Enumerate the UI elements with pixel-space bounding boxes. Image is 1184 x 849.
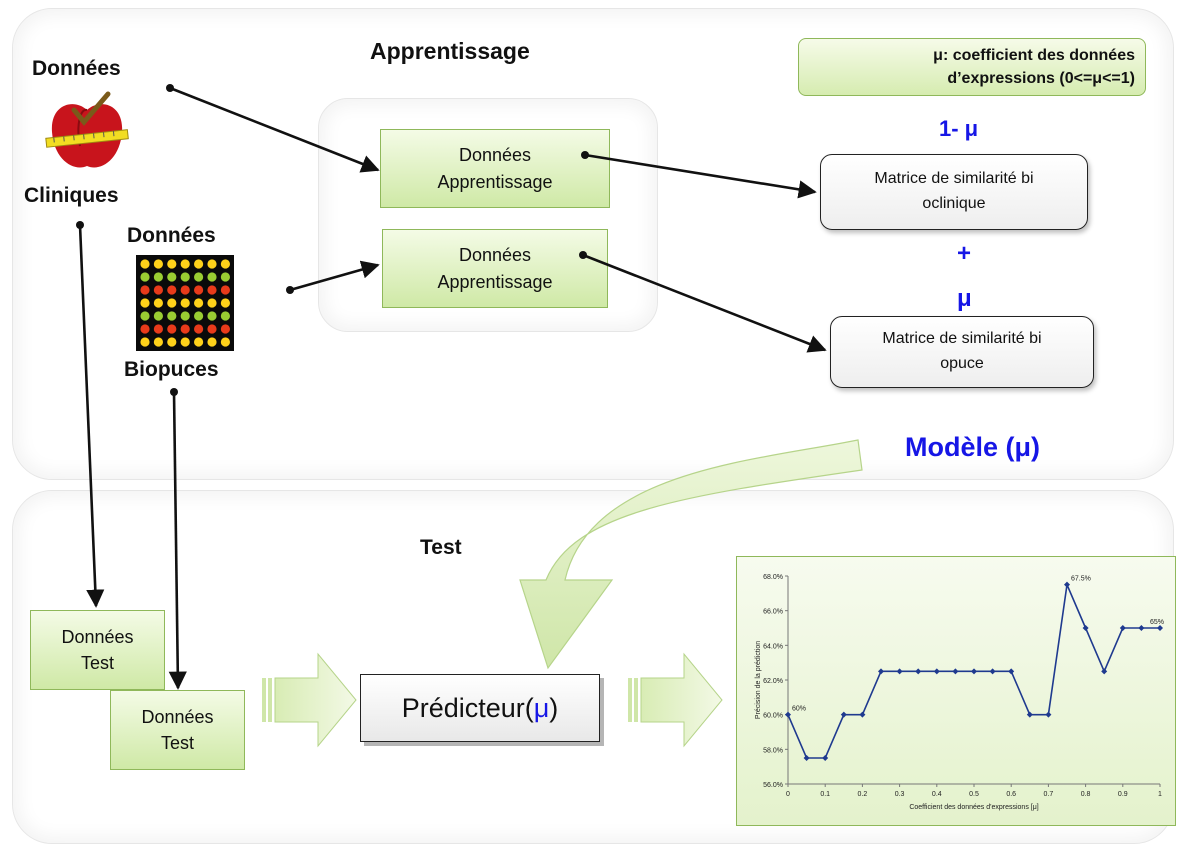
clinical-weight-label: 1- μ: [939, 116, 979, 141]
data-point: [1082, 625, 1089, 631]
data-point: [1138, 625, 1145, 631]
biochip-data-sublabel: Biopuces: [124, 358, 219, 381]
data-point: [952, 668, 959, 675]
fat-arrow-to-predictor: [262, 652, 357, 748]
chip-similarity-matrix: Matrice de similarité bi opuce: [830, 316, 1094, 388]
model-label: Modèle (μ): [905, 432, 1041, 462]
y-tick-label: 66.0%: [763, 609, 783, 616]
data-point: [1026, 711, 1033, 718]
arrow-clinical-to-test: [78, 224, 105, 608]
data-point: [915, 668, 922, 675]
data-point: [840, 711, 847, 718]
arrow-training-to-chip-matrix: [582, 253, 827, 353]
apprentissage-title: Apprentissage: [370, 38, 530, 64]
apple-measuring-tape-icon: [44, 90, 130, 176]
data-point: [1119, 625, 1126, 631]
clinical-similarity-matrix: Matrice de similarité bi oclinique: [820, 154, 1088, 230]
arrow-training-to-clinical-matrix: [584, 153, 817, 199]
microarray-grid-icon: [136, 255, 234, 351]
x-tick-label: 0.6: [1006, 791, 1016, 798]
x-tick-label: 0: [786, 791, 790, 798]
clinical-data-sublabel: Cliniques: [24, 184, 119, 207]
fat-arrow-to-chart: [628, 652, 723, 748]
y-tick-label: 68.0%: [763, 574, 783, 581]
biochip-data-label: Données: [127, 224, 216, 247]
test-data-box-clinical: Données Test: [30, 610, 165, 690]
y-axis-label: Précision de la prédiction: [755, 641, 762, 719]
arrow-biochip-to-training: [289, 260, 380, 292]
test-data-box-biochip: Données Test: [110, 690, 245, 770]
data-point: [971, 668, 977, 675]
data-point: [1101, 668, 1108, 675]
arrow-clinical-to-training: [169, 86, 380, 173]
data-label: 65%: [1150, 619, 1164, 626]
y-tick-label: 62.0%: [763, 678, 783, 685]
data-point: [803, 755, 810, 761]
x-tick-label: 0.8: [1081, 791, 1091, 798]
x-tick-label: 0.9: [1118, 791, 1128, 798]
x-tick-label: 0.5: [969, 791, 979, 798]
data-point: [878, 668, 884, 675]
data-point: [859, 711, 866, 718]
data-point: [1064, 581, 1070, 588]
data-point: [1008, 668, 1015, 675]
x-tick-label: 0.4: [932, 791, 942, 798]
training-inner-panel: [318, 98, 658, 332]
data-label: 67.5%: [1071, 576, 1091, 583]
data-point: [822, 755, 829, 761]
data-point: [785, 711, 791, 718]
data-point: [933, 668, 940, 675]
training-panel: [12, 8, 1174, 480]
data-point: [896, 668, 903, 675]
x-tick-label: 0.7: [1044, 791, 1054, 798]
model-curved-arrow: [519, 439, 863, 670]
accuracy-chart-frame: [736, 556, 1176, 826]
training-data-box-clinical: Données Apprentissage: [380, 129, 610, 208]
y-tick-label: 58.0%: [763, 747, 783, 754]
x-tick-label: 0.1: [820, 791, 830, 798]
data-point: [1045, 711, 1052, 718]
accuracy-chart: 56.0% 58.0% 60.0% 62.0% 64.0% 66.0% 68.0% 0 0.1 0…: [755, 574, 1164, 811]
x-tick-label: 0.3: [895, 791, 905, 798]
y-tick-label: 64.0%: [763, 643, 783, 650]
data-label: 60%: [792, 706, 806, 713]
training-data-box-biochip: Données Apprentissage: [382, 229, 608, 308]
test-title: Test: [420, 536, 462, 559]
arrow-biochip-to-test: [168, 391, 187, 690]
data-point: [1157, 625, 1163, 631]
x-tick-label: 0.2: [858, 791, 868, 798]
x-axis-label: Coefficient des données d'expressions [μ…: [909, 804, 1038, 811]
x-tick-label: 1: [1158, 791, 1162, 798]
y-tick-label: 56.0%: [763, 782, 783, 789]
mu-definition-note: μ: coefficient des données d’expressions…: [798, 38, 1146, 96]
plus-sign: +: [957, 240, 972, 267]
data-point: [989, 668, 996, 675]
predictor-box: Prédicteur(μ): [360, 674, 600, 742]
clinical-data-label: Données: [32, 57, 121, 80]
chip-weight-label: μ: [957, 285, 972, 312]
y-tick-label: 60.0%: [763, 713, 783, 720]
